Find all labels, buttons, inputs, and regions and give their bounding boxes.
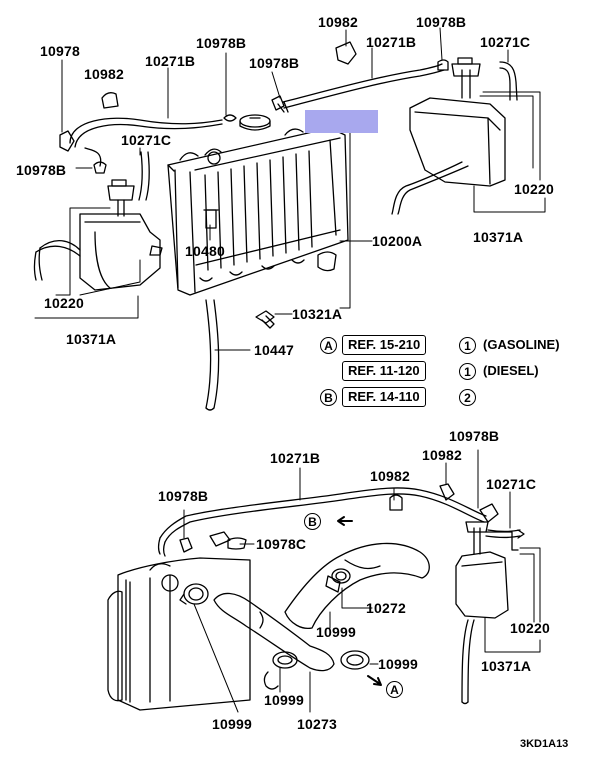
radiator-bottom	[107, 557, 251, 711]
part-label-10271c-b[interactable]: 10271C	[486, 476, 537, 492]
marker-a: A	[386, 681, 403, 698]
reservoir-tank-bottom	[455, 521, 519, 705]
part-label-10371a-left[interactable]: 10371A	[66, 331, 117, 347]
leaders-bottom	[183, 449, 541, 713]
part-label-10999-b[interactable]: 10999	[378, 656, 418, 672]
part-label-10978b-mid[interactable]: 10978B	[196, 35, 247, 51]
part-label-10271c-top[interactable]: 10271C	[480, 34, 531, 50]
part-label-10447[interactable]: 10447	[254, 342, 294, 358]
ref-15-210[interactable]: REF. 15-210	[342, 335, 427, 355]
part-label-10220-left[interactable]: 10220	[44, 295, 84, 311]
reservoir-tank-left	[33, 179, 163, 291]
part-label-10371a-b[interactable]: 10371A	[481, 658, 532, 674]
lower-hose-10273	[179, 583, 370, 690]
ref-14-110[interactable]: REF. 14-110	[342, 387, 426, 407]
overflow-hoses-top	[69, 61, 518, 215]
part-label-10220-b[interactable]: 10220	[510, 620, 550, 636]
ref-note-diesel: (DIESEL)	[483, 363, 539, 378]
part-label-10999-d[interactable]: 10999	[212, 716, 252, 732]
part-label-10200a[interactable]: 10200A	[372, 233, 423, 249]
bolt-10321A	[255, 310, 275, 329]
part-label-10272[interactable]: 10272	[366, 600, 406, 616]
arrow-to-b	[337, 516, 353, 526]
reservoir-tank-right	[409, 57, 506, 187]
part-label-10321a[interactable]: 10321A	[292, 306, 343, 322]
part-label-10271c-left[interactable]: 10271C	[121, 132, 172, 148]
part-label-10978b-b2[interactable]: 10978B	[449, 428, 500, 444]
arrow-to-a	[367, 675, 382, 686]
part-label-10978b-left[interactable]: 10978B	[16, 162, 67, 178]
part-label-10480[interactable]: 10480	[185, 243, 225, 259]
part-label-10978c[interactable]: 10978C	[256, 536, 307, 552]
part-label-10982-top[interactable]: 10982	[318, 14, 358, 30]
part-label-10220-right[interactable]: 10220	[514, 181, 554, 197]
ref-note-gasoline: (GASOLINE)	[483, 337, 560, 352]
part-label-10273[interactable]: 10273	[297, 716, 337, 732]
part-label-10999-a[interactable]: 10999	[316, 624, 356, 640]
upper-hose-10272	[284, 542, 430, 630]
part-label-10271b-b[interactable]: 10271B	[270, 450, 321, 466]
ref-11-120-num: 1	[459, 363, 476, 380]
part-label-10978b-b1[interactable]: 10978B	[158, 488, 209, 504]
marker-b: B	[304, 513, 321, 530]
leaders-top	[34, 27, 546, 351]
clips-top	[59, 41, 449, 174]
part-label-10982-b2[interactable]: 10982	[422, 447, 462, 463]
ref-letter-a: A	[320, 337, 337, 354]
overflow-hose-bottom	[157, 487, 525, 557]
clips-bottom	[179, 483, 499, 553]
ref-letter-b: B	[320, 389, 337, 406]
diagram-code: 3KD1A13	[520, 738, 569, 750]
part-label-10271b-top[interactable]: 10271B	[366, 34, 417, 50]
part-label-10371a-right[interactable]: 10371A	[473, 229, 524, 245]
highlight-box	[305, 110, 378, 133]
part-label-10982[interactable]: 10982	[84, 66, 124, 82]
part-label-10999-c[interactable]: 10999	[264, 692, 304, 708]
part-label-10978b-top[interactable]: 10978B	[416, 14, 467, 30]
part-label-10978b-cap[interactable]: 10978B	[249, 55, 300, 71]
radiator-top	[167, 101, 349, 296]
part-label-10982-b1[interactable]: 10982	[370, 468, 410, 484]
drain-hose-10447	[205, 299, 220, 411]
ref-15-210-num: 1	[459, 337, 476, 354]
ref-11-120[interactable]: REF. 11-120	[342, 361, 426, 381]
part-label-10271b[interactable]: 10271B	[145, 53, 196, 69]
part-label-10978[interactable]: 10978	[40, 43, 80, 59]
ref-14-110-num: 2	[459, 389, 476, 406]
